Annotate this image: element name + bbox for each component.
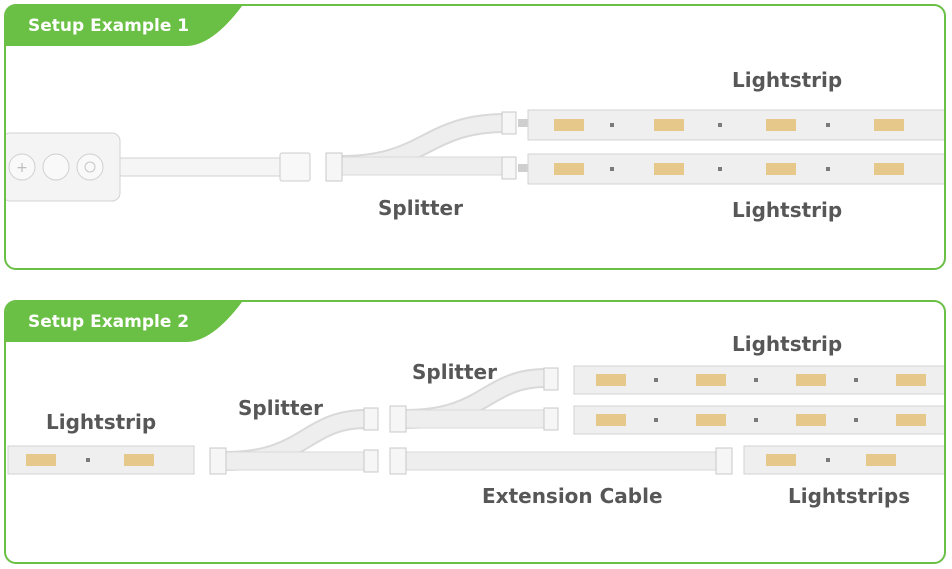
setup-example-1-tab: Setup Example 1: [6, 6, 242, 46]
extension-cable: [389, 447, 733, 475]
lightstrip-upper-1: [573, 365, 944, 395]
tab-shape: [6, 302, 242, 342]
setup-example-1-panel: Setup Example 1 +: [4, 4, 946, 270]
setup-1-illustration: +: [6, 109, 944, 202]
extension-cable-label: Extension Cable: [482, 484, 663, 508]
lightstrip-1: [527, 109, 944, 141]
lightstrip-bottom-label: Lightstrip: [732, 198, 843, 222]
lightstrip-2: [527, 153, 944, 185]
lightstrip-left: [7, 445, 195, 475]
splitter-1: [209, 407, 379, 475]
lightstrip-upper-2: [573, 405, 944, 435]
lightstrips-label: Lightstrips: [788, 484, 911, 508]
tab-shape: [6, 6, 242, 46]
splitter-1-label: Splitter: [238, 396, 323, 420]
controller-remote: +: [6, 132, 311, 202]
lightstrip-left-label: Lightstrip: [46, 410, 157, 434]
setup-example-1-title: Setup Example 1: [28, 16, 190, 36]
splitter-2: [389, 367, 559, 433]
setup-example-2-title: Setup Example 2: [28, 312, 190, 332]
splitter-2-label: Splitter: [412, 360, 497, 384]
setup-example-2-panel: Setup Example 2: [4, 300, 946, 564]
lightstrip-top-label: Lightstrip: [732, 68, 843, 92]
setup-example-2-tab: Setup Example 2: [6, 302, 242, 342]
lightstrip-top-label: Lightstrip: [732, 332, 843, 356]
setup-2-illustration: [7, 365, 944, 475]
svg-text:+: +: [16, 160, 28, 176]
lightstrip-right: [743, 445, 944, 475]
splitter-cable: [325, 111, 528, 182]
splitter-label: Splitter: [378, 196, 463, 220]
